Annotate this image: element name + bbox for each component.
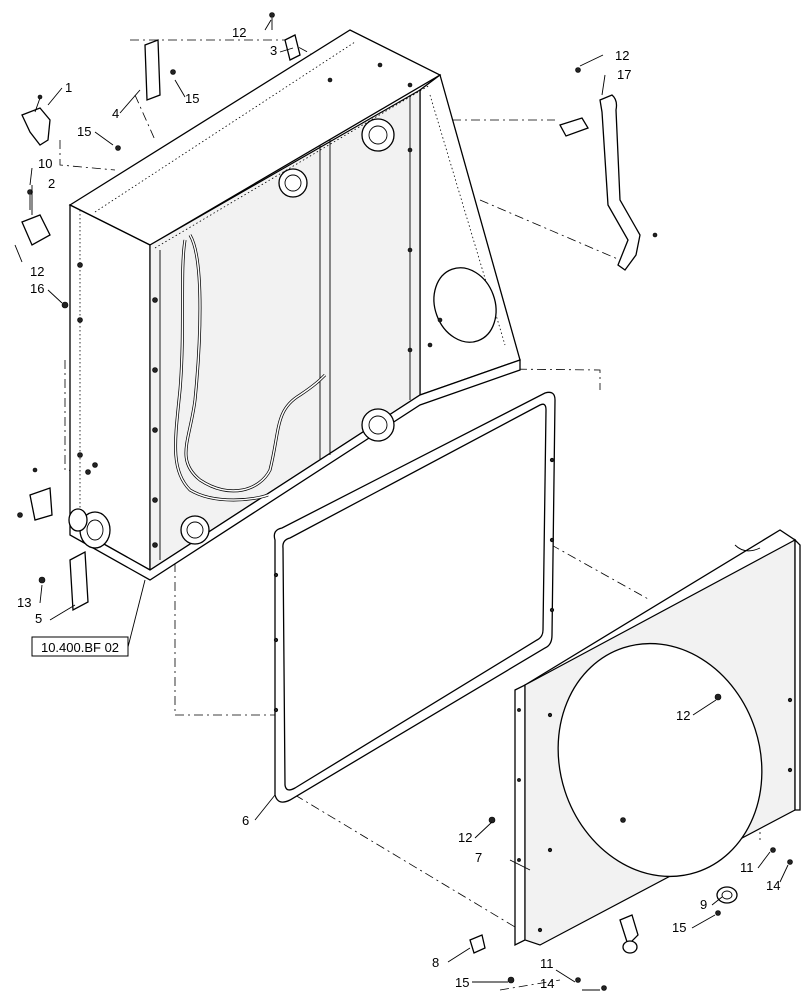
callout-12b: 12 (615, 48, 629, 63)
strap-17 (559, 67, 658, 271)
callout-1: 1 (65, 80, 72, 95)
callout-15d: 15 (455, 975, 469, 990)
callout-10: 10 (38, 156, 52, 171)
callout-12d: 12 (676, 708, 690, 723)
callout-11a: 11 (740, 860, 754, 875)
lower-port-left (180, 515, 210, 545)
callout-12c: 12 (30, 264, 44, 279)
fan-shroud-panel (514, 529, 801, 947)
fan-opening (557, 642, 763, 878)
callout-14a: 14 (766, 878, 780, 893)
callout-6: 6 (242, 813, 249, 828)
upper-port-right (361, 118, 395, 152)
radiator-shroud-frame (68, 29, 521, 581)
bracket-4 (144, 39, 161, 101)
side-bracket-lower-left (17, 467, 53, 521)
callout-13: 13 (17, 595, 31, 610)
callout-15c: 15 (672, 920, 686, 935)
callout-4: 4 (112, 106, 119, 121)
lower-port-right (361, 408, 395, 442)
callouts: 1 2 3 4 5 6 7 8 9 10 11 11 12 12 12 12 1… (17, 25, 780, 991)
callout-12a: 12 (232, 25, 246, 40)
reference-box: 10.400.BF 02 (31, 579, 146, 657)
bracket-5 (38, 550, 89, 612)
clip-9 (619, 886, 738, 954)
callout-15a: 15 (77, 124, 91, 139)
seal-gasket-frame (273, 391, 556, 803)
callout-7: 7 (475, 850, 482, 865)
upper-port-left (278, 168, 308, 198)
callout-15b: 15 (185, 91, 199, 106)
callout-5: 5 (35, 611, 42, 626)
side-opening (433, 267, 497, 343)
clip-8 (469, 934, 486, 954)
bracket-3 (269, 12, 301, 61)
callout-3: 3 (270, 43, 277, 58)
leader-lines (14, 19, 789, 991)
callout-2: 2 (48, 176, 55, 191)
bracket-1 (21, 94, 51, 146)
reference-box-label: 10.400.BF 02 (41, 640, 119, 655)
callout-16: 16 (30, 281, 44, 296)
bracket-2-plate (21, 189, 51, 246)
small-hardware (61, 69, 793, 991)
callout-9: 9 (700, 897, 707, 912)
callout-8: 8 (432, 955, 439, 970)
callout-14b: 14 (540, 976, 554, 991)
callout-17: 17 (617, 67, 631, 82)
callout-12e: 12 (458, 830, 472, 845)
callout-11b: 11 (540, 956, 554, 971)
